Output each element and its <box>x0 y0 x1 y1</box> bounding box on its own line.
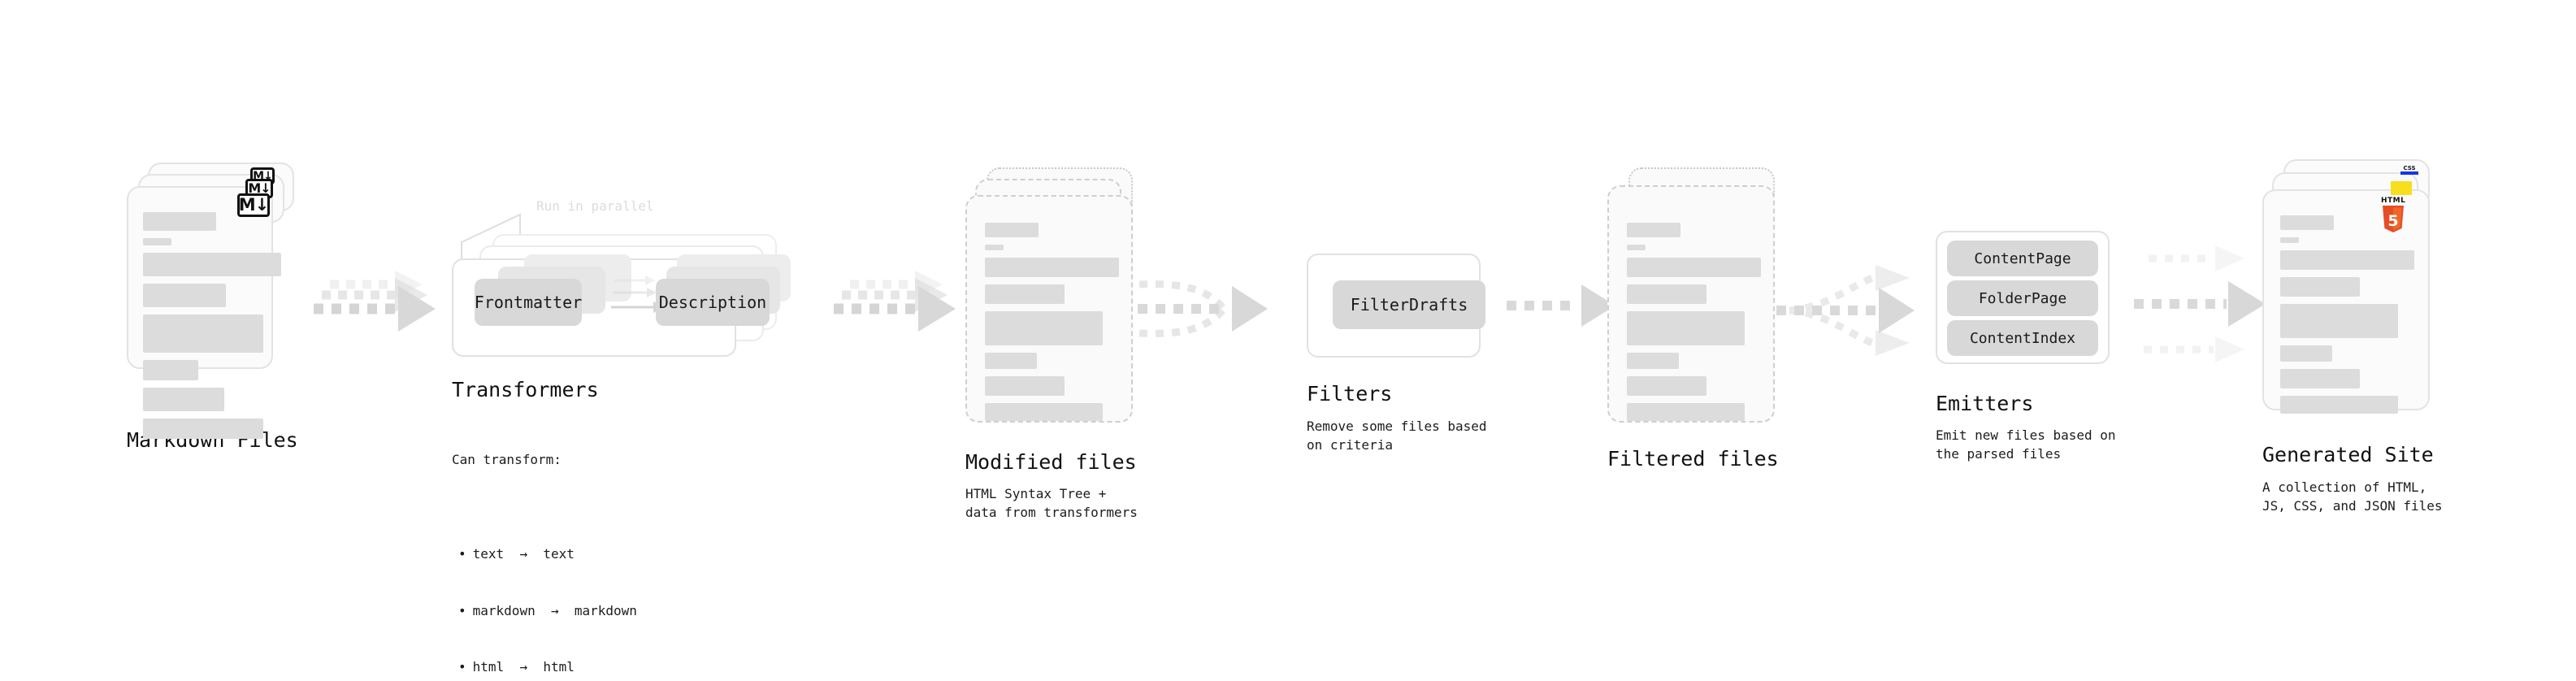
transform-item: html → html <box>452 657 637 676</box>
doc-line <box>1627 376 1706 396</box>
filtered-placeholder-lines <box>1627 223 1761 428</box>
doc-line <box>2280 396 2398 414</box>
run-in-parallel-label: Run in parallel <box>536 198 654 214</box>
arrow-transformers-to-modified <box>834 271 956 332</box>
doc-line <box>2280 304 2398 338</box>
arrow-modified-to-filters <box>1138 280 1268 337</box>
doc-line <box>1627 258 1761 277</box>
doc-line <box>2280 250 2414 270</box>
site-placeholder-lines <box>2280 215 2414 421</box>
js-icon <box>2391 181 2412 195</box>
transform-item: text → text <box>452 544 637 563</box>
transformers-subtitle: Can transform: text → text markdown → ma… <box>452 413 637 681</box>
filter-chip-filterdrafts[interactable]: FilterDrafts <box>1333 280 1485 329</box>
doc-line <box>1627 223 1680 237</box>
doc-line <box>143 388 224 411</box>
doc-line <box>1627 403 1745 421</box>
doc-line <box>2280 237 2299 243</box>
svg-text:5: 5 <box>2388 212 2399 230</box>
doc-line <box>985 284 1065 304</box>
filtered-sheet-front <box>1607 185 1775 423</box>
emitters-subtitle: Emit new files based on the parsed files <box>1936 427 2116 462</box>
markdown-badge-front: M↓ <box>237 193 270 217</box>
filters-title: Filters <box>1307 382 1393 406</box>
doc-line <box>143 238 171 245</box>
doc-line <box>1627 284 1706 304</box>
transformers-subtitle-intro: Can transform: <box>452 452 562 468</box>
doc-line <box>985 353 1037 369</box>
generated-site-title: Generated Site <box>2262 443 2434 466</box>
doc-line <box>143 419 263 439</box>
doc-line <box>2280 345 2332 362</box>
filters-subtitle: Remove some files based on criteria <box>1307 419 1487 453</box>
doc-line <box>1627 353 1679 369</box>
arrow-emitters-to-site <box>2134 245 2266 362</box>
css-bar <box>2400 171 2418 175</box>
doc-line <box>985 403 1103 421</box>
modified-placeholder-lines <box>985 223 1119 428</box>
transformer-chip-frontmatter[interactable]: Frontmatter <box>475 279 582 326</box>
transform-item: markdown → markdown <box>452 601 637 620</box>
doc-line <box>985 376 1065 396</box>
emitter-chip-contentpage[interactable]: ContentPage <box>1947 241 2098 276</box>
doc-line <box>143 253 281 276</box>
run-in-parallel-leader <box>461 213 521 268</box>
doc-line <box>143 284 226 307</box>
html5-icon: HTML 5 <box>2381 197 2405 233</box>
doc-line <box>143 212 216 231</box>
modified-sheet-front <box>965 195 1133 423</box>
emitter-chip-folderpage[interactable]: FolderPage <box>1947 280 2098 316</box>
generated-site-subtitle: A collection of HTML, JS, CSS, and JSON … <box>2262 479 2443 514</box>
transformers-title: Transformers <box>452 378 599 401</box>
transformers-transform-list: text → text markdown → markdown html → h… <box>452 507 637 681</box>
css-icon: CSS <box>2400 166 2418 175</box>
modified-files-title: Modified files <box>965 450 1137 474</box>
emitters-title: Emitters <box>1936 392 2034 415</box>
arrow-filters-to-filtered <box>1507 284 1615 327</box>
doc-line <box>143 360 198 380</box>
markdown-sheet-front <box>127 186 281 439</box>
arrow-markdown-to-transformers <box>314 271 436 332</box>
doc-line <box>985 311 1103 345</box>
doc-line <box>1627 311 1745 345</box>
doc-line <box>1627 245 1646 250</box>
doc-line <box>143 314 263 353</box>
emitter-chip-contentindex[interactable]: ContentIndex <box>1947 320 2098 356</box>
doc-line <box>2280 277 2360 297</box>
arrow-filtered-to-emitters <box>1776 265 1915 356</box>
doc-line <box>2280 369 2360 388</box>
filtered-files-title: Filtered files <box>1607 447 1779 471</box>
modified-files-subtitle: HTML Syntax Tree + data from transformer… <box>965 486 1138 521</box>
doc-line <box>985 258 1119 277</box>
html5-shield: 5 <box>2383 206 2405 232</box>
markdown-placeholder-lines <box>143 212 281 446</box>
doc-line <box>2280 215 2334 230</box>
doc-line <box>985 245 1004 250</box>
transformer-chip-description[interactable]: Description <box>656 279 770 326</box>
doc-line <box>985 223 1039 237</box>
